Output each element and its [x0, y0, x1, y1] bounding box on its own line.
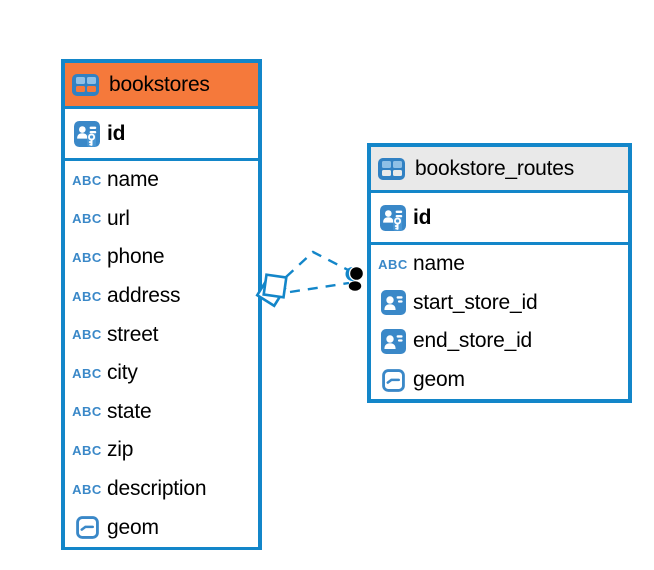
table-row[interactable]: ABC name	[371, 245, 628, 284]
text-type-icon: ABC	[72, 288, 102, 304]
column-name: start_store_id	[413, 290, 538, 314]
table-row[interactable]: ABC name	[65, 161, 258, 200]
table-row[interactable]: ABC street	[65, 315, 258, 354]
table-row[interactable]: ABC city	[65, 353, 258, 393]
column-name: id	[413, 205, 432, 229]
column-name: end_store_id	[413, 329, 533, 353]
text-icon-slot: ABC	[375, 250, 411, 278]
table-name: bookstores	[109, 73, 210, 96]
text-type-icon: ABC	[72, 211, 102, 227]
column-name: url	[107, 206, 130, 230]
text-type-icon: ABC	[72, 404, 102, 420]
table-row[interactable]: ABC address	[65, 276, 258, 316]
text-type-icon: ABC	[72, 327, 102, 343]
table-header[interactable]: bookstores	[65, 63, 258, 109]
reference-icon-slot	[375, 327, 411, 355]
table-row[interactable]: ABC phone	[65, 238, 258, 277]
table-row[interactable]: ABC zip	[65, 431, 258, 470]
text-icon-slot: ABC	[69, 321, 105, 349]
column-name: geom	[413, 368, 465, 392]
column-name: zip	[107, 438, 134, 462]
reference-icon	[380, 328, 406, 354]
column-name: description	[107, 477, 207, 501]
table-node-bookstores[interactable]: bookstores i	[61, 59, 262, 550]
text-icon-slot: ABC	[69, 282, 105, 310]
column-name: phone	[107, 245, 165, 269]
table-row[interactable]: start_store_id	[371, 283, 628, 323]
geometry-type-icon	[75, 516, 99, 539]
table-row-primary-key[interactable]: id	[65, 109, 258, 161]
table-node-bookstore-routes[interactable]: bookstore_routes	[367, 143, 632, 403]
text-type-icon: ABC	[378, 256, 408, 272]
reference-icon-slot	[375, 289, 411, 317]
reference-icon	[380, 290, 406, 316]
column-name: id	[107, 121, 126, 145]
table-icon	[378, 157, 405, 180]
column-name: street	[107, 322, 159, 346]
text-type-icon: ABC	[72, 442, 102, 458]
column-name: name	[413, 252, 465, 276]
text-icon-slot: ABC	[69, 166, 105, 194]
column-name: geom	[107, 515, 159, 539]
text-type-icon: ABC	[72, 481, 102, 497]
geometry-icon-slot	[375, 366, 411, 394]
relationship-dot-marker[interactable]	[345, 265, 365, 291]
table-row[interactable]: geom	[65, 508, 258, 547]
primary-key-icon	[69, 120, 105, 148]
text-type-icon: ABC	[72, 172, 102, 188]
column-name: name	[107, 168, 159, 192]
relationship-line[interactable]	[289, 281, 350, 294]
text-icon-slot: ABC	[69, 475, 105, 503]
geometry-type-icon	[381, 368, 405, 392]
table-row-primary-key[interactable]: id	[371, 193, 628, 245]
table-row[interactable]: ABC description	[65, 469, 258, 509]
relationship-line[interactable]	[285, 250, 353, 278]
text-type-icon: ABC	[72, 365, 102, 381]
text-icon-slot: ABC	[69, 205, 105, 233]
table-header[interactable]: bookstore_routes	[371, 147, 628, 193]
column-name: city	[107, 361, 138, 385]
table-row[interactable]: ABC state	[65, 392, 258, 432]
text-icon-slot: ABC	[69, 398, 105, 426]
column-name: address	[107, 284, 181, 308]
text-type-icon: ABC	[72, 249, 102, 265]
table-row[interactable]: geom	[371, 360, 628, 400]
table-row[interactable]: end_store_id	[371, 322, 628, 361]
text-icon-slot: ABC	[69, 436, 105, 464]
primary-key-icon	[375, 204, 411, 232]
table-row[interactable]: ABC url	[65, 199, 258, 239]
geometry-icon-slot	[69, 514, 105, 542]
table-icon	[72, 73, 99, 96]
text-icon-slot: ABC	[69, 243, 105, 271]
table-name: bookstore_routes	[415, 157, 575, 180]
column-name: state	[107, 399, 152, 423]
text-icon-slot: ABC	[69, 359, 105, 387]
